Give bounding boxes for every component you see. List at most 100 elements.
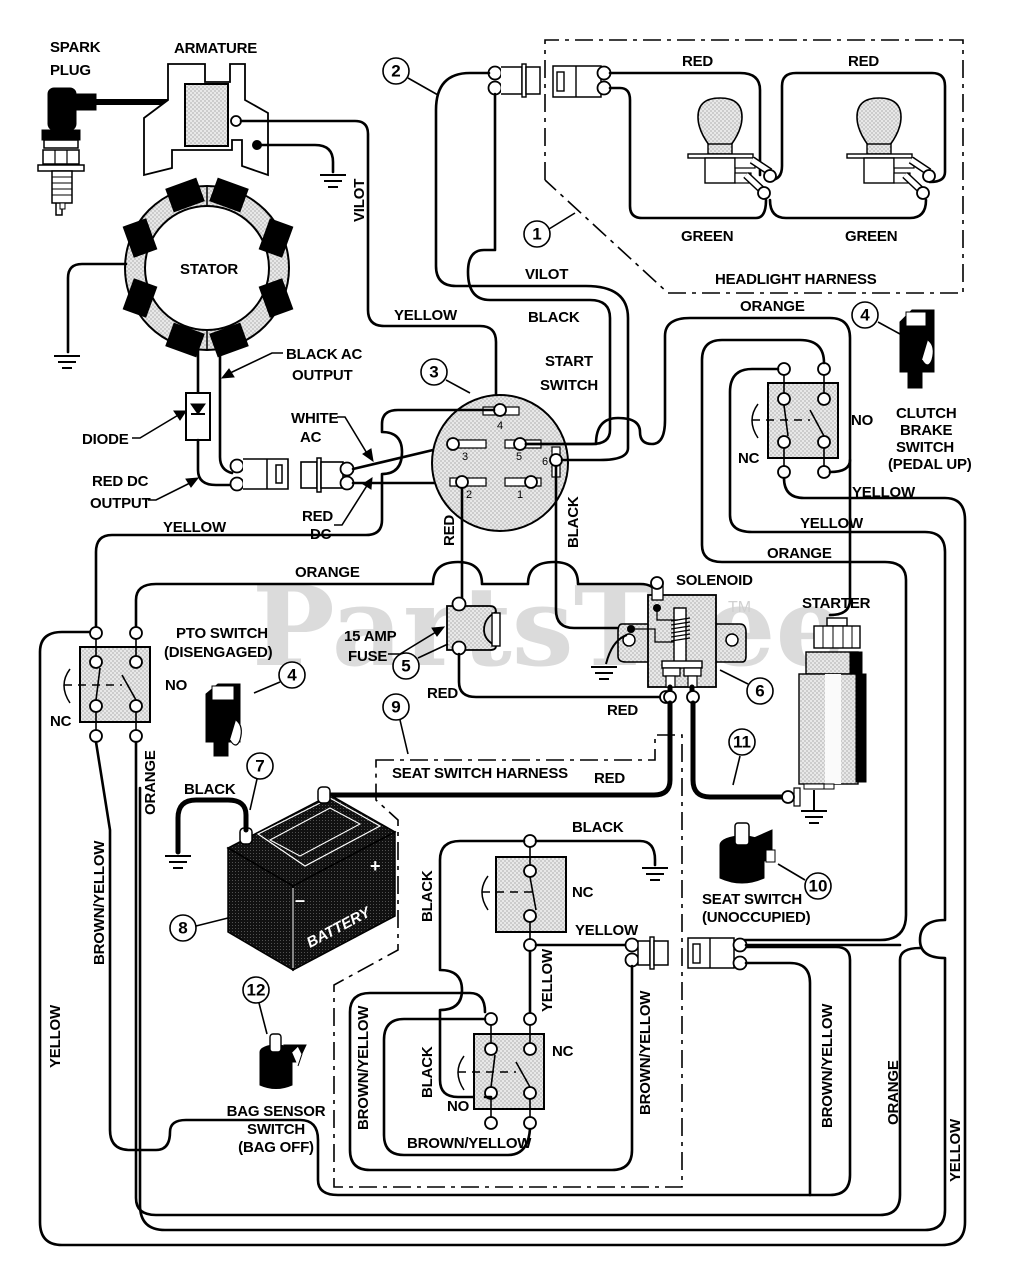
clutch-nc-label: NC bbox=[738, 450, 760, 467]
start-switch-terminal-3: 3 bbox=[462, 451, 468, 463]
pto-switch-icon bbox=[205, 683, 242, 757]
callout-11: 11 bbox=[728, 728, 756, 786]
headlight-bulb-icon bbox=[687, 97, 777, 200]
callout-12: 12 bbox=[242, 976, 270, 1035]
wire-label-vilot-horizontal: VILOT bbox=[525, 266, 568, 283]
white-ac-label-2: AC bbox=[300, 429, 322, 446]
callout-7: 7 bbox=[246, 752, 274, 811]
fuse-label-1: 15 AMP bbox=[344, 628, 397, 645]
wire-label-orange-top: ORANGE bbox=[740, 298, 805, 315]
start-switch-terminal-5: 5 bbox=[516, 451, 522, 463]
svg-text:3: 3 bbox=[429, 363, 438, 382]
clutch-brake-label-4: (PEDAL UP) bbox=[888, 456, 972, 473]
fuse-icon bbox=[446, 596, 501, 656]
black-ac-output-label-2: OUTPUT bbox=[292, 367, 353, 384]
wire-label-yellow-left: YELLOW bbox=[163, 519, 227, 536]
wire-label-yellow-top: YELLOW bbox=[394, 307, 458, 324]
red-dc-output-label-2: OUTPUT bbox=[90, 495, 151, 512]
wire-label-yellow-seat-vertical: YELLOW bbox=[539, 948, 556, 1012]
watermark-text: PartsTree bbox=[252, 562, 846, 691]
start-switch-terminal-2: 2 bbox=[466, 489, 472, 501]
stator-connector bbox=[229, 458, 289, 492]
svg-text:1: 1 bbox=[532, 225, 541, 244]
wire-label-brown-yellow-harness-right: BROWN/YELLOW bbox=[637, 990, 654, 1115]
clutch-brake-label-1: CLUTCH bbox=[896, 405, 956, 422]
white-ac-label-1: WHITE bbox=[291, 410, 339, 427]
wire-label-red-solenoid: RED bbox=[607, 702, 638, 719]
starter-label: STARTER bbox=[802, 595, 871, 612]
pto-no-label: NO bbox=[165, 677, 188, 694]
start-switch-label-2: SWITCH bbox=[540, 377, 598, 394]
bag-switch-no-label: NO bbox=[447, 1098, 470, 1115]
start-switch-icon bbox=[431, 394, 569, 532]
start-switch-terminal-6: 6 bbox=[542, 456, 548, 468]
seat-switch-schematic bbox=[481, 834, 567, 952]
wire-label-black-seat-ground: BLACK bbox=[572, 819, 624, 836]
callout-4-pto: 4 bbox=[253, 661, 306, 694]
red-dc-label-1: RED bbox=[302, 508, 333, 525]
svg-text:10: 10 bbox=[809, 877, 828, 896]
armature-icon bbox=[143, 63, 269, 177]
wire-label-yellow-far-left: YELLOW bbox=[47, 1004, 64, 1068]
diode-label: DIODE bbox=[82, 431, 129, 448]
callout-5: 5 bbox=[392, 643, 449, 680]
clutch-no-label: NO bbox=[851, 412, 874, 429]
svg-text:7: 7 bbox=[255, 757, 264, 776]
seat-switch-label-1: SEAT SWITCH bbox=[702, 891, 802, 908]
ground-icon bbox=[800, 810, 828, 824]
wire-label-black-seat-vertical: BLACK bbox=[419, 870, 436, 922]
callout-4-clutch: 4 bbox=[851, 301, 901, 335]
bag-switch-nc-label: NC bbox=[552, 1043, 574, 1060]
spark-plug-label-2: PLUG bbox=[50, 62, 91, 79]
wire-label-black-start-vertical: BLACK bbox=[565, 496, 582, 548]
ground-icon bbox=[319, 174, 347, 188]
svg-text:9: 9 bbox=[391, 698, 400, 717]
wire-label-yellow-far-right: YELLOW bbox=[947, 1118, 964, 1182]
diode-icon bbox=[185, 392, 211, 441]
svg-text:11: 11 bbox=[733, 733, 751, 752]
wire-label-black-top: BLACK bbox=[528, 309, 580, 326]
seat-switch-icon bbox=[719, 822, 776, 884]
battery-icon bbox=[226, 786, 397, 972]
seat-switch-label-2: (UNOCCUPIED) bbox=[702, 909, 811, 926]
wire-label-yellow-seat-horizontal: YELLOW bbox=[575, 922, 639, 939]
stator-icon bbox=[122, 177, 294, 358]
armature-label: ARMATURE bbox=[174, 40, 257, 57]
pto-nc-label: NC bbox=[50, 713, 72, 730]
callout-10: 10 bbox=[777, 863, 832, 900]
clutch-brake-switch-schematic bbox=[751, 362, 839, 479]
svg-text:4: 4 bbox=[860, 306, 870, 325]
start-switch-label-1: START bbox=[545, 353, 593, 370]
svg-text:2: 2 bbox=[391, 62, 400, 81]
start-switch-terminal-1: 1 bbox=[517, 489, 523, 501]
wire-label-brown-yellow-right: BROWN/YELLOW bbox=[819, 1003, 836, 1128]
seat-switch-nc-label: NC bbox=[572, 884, 594, 901]
wire-label-red-headlight-1: RED bbox=[682, 53, 713, 70]
wire-label-brown-yellow-left: BROWN/YELLOW bbox=[91, 840, 108, 965]
bag-sensor-switch-icon bbox=[259, 1033, 307, 1089]
wire-label-red-headlight-2: RED bbox=[848, 53, 879, 70]
bag-sensor-label-3: (BAG OFF) bbox=[238, 1139, 314, 1156]
seat-switch-connector bbox=[687, 937, 748, 971]
battery-minus-sign: – bbox=[295, 890, 305, 910]
callout-2: 2 bbox=[382, 57, 439, 96]
wire-label-red-fuse: RED bbox=[427, 685, 458, 702]
svg-text:5: 5 bbox=[401, 657, 410, 676]
solenoid-label: SOLENOID bbox=[676, 572, 753, 589]
wire-label-orange-clutch: ORANGE bbox=[767, 545, 832, 562]
bag-sensor-label-2: SWITCH bbox=[247, 1121, 305, 1138]
clutch-brake-label-3: SWITCH bbox=[896, 439, 954, 456]
callout-1: 1 bbox=[523, 212, 576, 248]
harness-connector bbox=[300, 457, 355, 493]
svg-text:12: 12 bbox=[247, 981, 266, 1000]
wire-label-orange-right: ORANGE bbox=[885, 1060, 902, 1125]
pto-switch-label-1: PTO SWITCH bbox=[176, 625, 268, 642]
seat-harness-connector bbox=[624, 936, 669, 970]
ground-icon bbox=[641, 867, 669, 881]
pto-switch-label-2: (DISENGAGED) bbox=[164, 644, 273, 661]
bag-sensor-switch-schematic bbox=[457, 1012, 545, 1130]
seat-switch-harness-label: SEAT SWITCH HARNESS bbox=[392, 765, 568, 782]
clutch-brake-label-2: BRAKE bbox=[900, 422, 953, 439]
wire-label-vilot-vertical: VILOT bbox=[351, 179, 368, 222]
